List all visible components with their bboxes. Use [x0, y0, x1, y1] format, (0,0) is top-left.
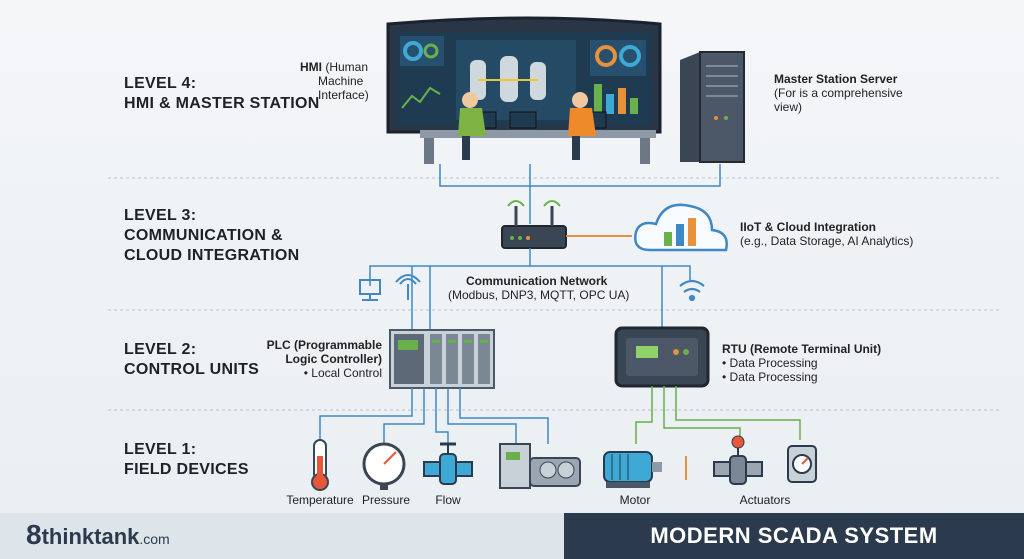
rtu-title-rest: (Remote Terminal Unit) [750, 342, 882, 356]
master-station-label: Master Station Server (For is a comprehe… [774, 72, 944, 114]
motor-icon [603, 451, 662, 488]
connectors-l4-l3 [439, 164, 721, 224]
master-station-title: Master Station Server [774, 72, 898, 86]
level-3-title: LEVEL 3: COMMUNICATION & CLOUD INTEGRATI… [124, 206, 299, 266]
hmi-desc-3: Interface) [318, 88, 369, 102]
actuator-gauge-icon [787, 445, 817, 483]
network-label: Communication Network (Modbus, DNP3, MQT… [448, 274, 648, 302]
plc-bullet: • Local Control [303, 366, 382, 380]
level-1-name: FIELD DEVICES [124, 461, 249, 478]
diagram-title: MODERN SCADA SYSTEM ARCHITECTURE [564, 513, 1024, 559]
flow-caption: Flow [435, 493, 461, 507]
flow-valve-icon [423, 442, 473, 485]
pump-station-icon [499, 443, 581, 489]
hmi-desc-1: (Human [325, 60, 369, 74]
level-3-name-2: CLOUD INTEGRATION [124, 247, 300, 264]
thermometer-icon [311, 439, 329, 491]
plc-icon [389, 329, 495, 389]
plc-label: PLC (Programmable Logic Controller) • Lo… [262, 338, 382, 380]
level-2-title: LEVEL 2: CONTROL UNITS [124, 340, 259, 380]
brand-suffix: .com [139, 531, 170, 547]
level-3-name-1: COMMUNICATION & [124, 227, 283, 244]
plc-title-2: Logic Controller) [285, 352, 382, 366]
network-title: Communication Network [466, 274, 608, 288]
cloud-desc: (e.g., Data Storage, AI Analytics) [740, 234, 914, 248]
network-desc: (Modbus, DNP3, MQTT, OPC UA) [448, 288, 630, 302]
cloud-title: IIoT & Cloud Integration [740, 220, 876, 234]
connectors-l2-l1 [319, 388, 549, 452]
level-4-title: LEVEL 4: HMI & MASTER STATION [124, 74, 320, 114]
level-1-title: LEVEL 1: FIELD DEVICES [124, 440, 249, 480]
rtu-label: RTU (Remote Terminal Unit) • Data Proces… [722, 342, 922, 384]
communication-network-lines [369, 248, 691, 334]
wifi-icon [679, 279, 705, 302]
rtu-bullet-2: • Data Processing [722, 370, 818, 384]
brand-logo: 8thinktank.com [26, 519, 170, 551]
antenna-icon [395, 274, 421, 300]
master-station-desc-2: view) [774, 100, 803, 114]
rtu-title: RTU [722, 342, 747, 356]
motor-caption: Motor [619, 493, 651, 507]
brand-mark: 8 [26, 519, 42, 550]
level-4-number: LEVEL 4: [124, 75, 197, 92]
level-4-name: HMI & MASTER STATION [124, 95, 320, 112]
cloud-label: IIoT & Cloud Integration (e.g., Data Sto… [740, 220, 940, 248]
level-2-number: LEVEL 2: [124, 341, 197, 358]
hmi-desc-2: Machine [318, 74, 364, 88]
connectors-rtu-l1 [635, 386, 801, 444]
hmi-control-room [386, 16, 662, 164]
pressure-gauge-icon [362, 442, 406, 490]
master-station-server-icon [680, 51, 745, 163]
hmi-label: HMI (Human Machine Interface) [300, 60, 384, 102]
rtu-bullet-1: • Data Processing [722, 356, 818, 370]
level-2-name: CONTROL UNITS [124, 361, 260, 378]
plc-title-1: PLC (Programmable [266, 338, 382, 352]
master-station-desc-1: (For is a comprehensive [774, 86, 903, 100]
workstation-icon [359, 279, 381, 301]
level-3-number: LEVEL 3: [124, 207, 197, 224]
temperature-caption: Temperature [286, 493, 354, 507]
router-icon [501, 200, 567, 249]
pressure-caption: Pressure [361, 493, 411, 507]
actuator-valve-icon [713, 435, 763, 485]
brand-name: thinktank [41, 524, 140, 549]
cloud-icon [634, 203, 728, 252]
actuators-caption: Actuators [739, 493, 791, 507]
level-dividers [108, 177, 1000, 411]
hmi-title: HMI [300, 60, 322, 74]
rtu-icon [614, 326, 710, 388]
level-1-number: LEVEL 1: [124, 441, 197, 458]
